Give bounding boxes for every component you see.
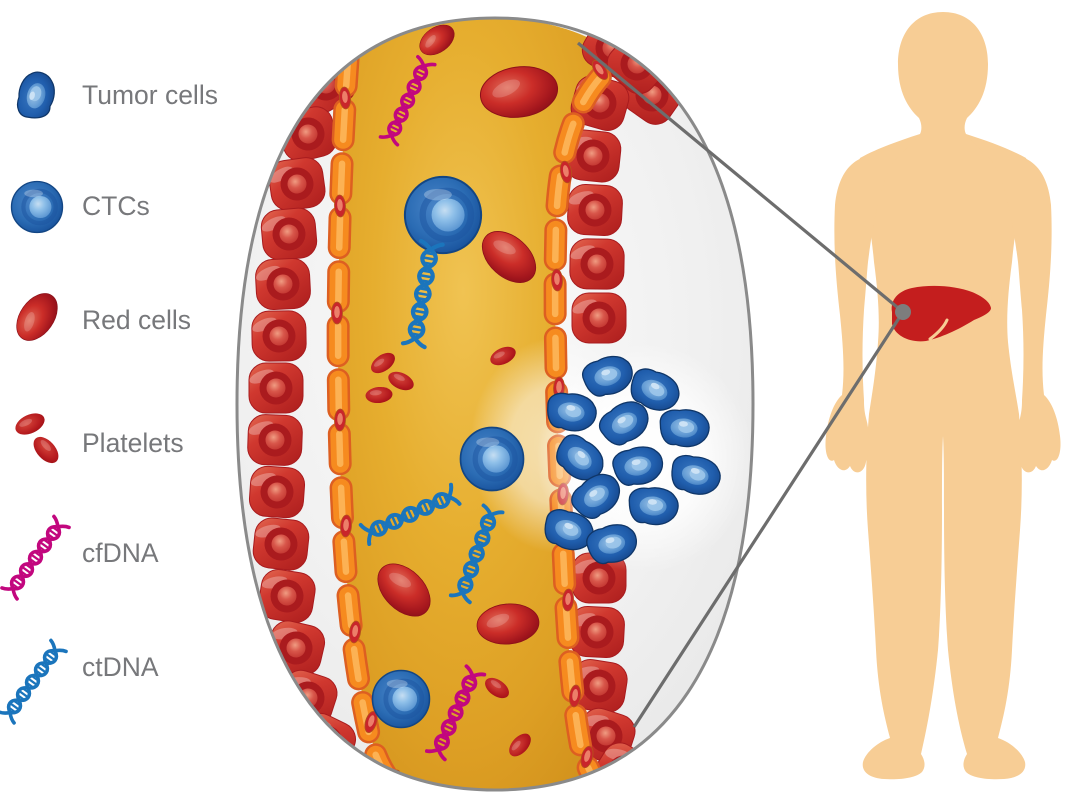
- circulating-tumor-cell: [461, 428, 524, 491]
- legend-label-ctcs: CTCs: [82, 191, 150, 221]
- callout-dot: [895, 304, 911, 320]
- circulating-tumor-cell: [405, 177, 481, 253]
- callout: [576, 41, 911, 728]
- circulating-tumor-cell: [373, 671, 430, 728]
- callout-line-lower: [632, 311, 905, 728]
- platelet-icon: [12, 409, 48, 439]
- platelet-icon: [28, 432, 64, 468]
- legend-item-ctcs: CTCs: [11, 182, 150, 233]
- tumor-cell-icon: [12, 67, 60, 124]
- legend-item-ctdna: ctDNA: [0, 638, 159, 725]
- endothelium-left: [326, 34, 416, 790]
- legend-label-ctdna: ctDNA: [82, 652, 159, 682]
- human-silhouette: [825, 12, 1061, 780]
- legend: Tumor cells CTCs Red cells Platelets cfD…: [0, 67, 218, 725]
- ctdna-icon: [0, 638, 68, 725]
- body-arm-left: [825, 134, 921, 473]
- body-arm-right: [965, 134, 1061, 473]
- legend-item-platelets: Platelets: [12, 409, 184, 468]
- ctc-icon: [11, 182, 62, 233]
- red-cell-icon: [7, 285, 67, 349]
- legend-label-tumor-cells: Tumor cells: [82, 80, 218, 110]
- legend-item-red-cells: Red cells: [7, 285, 191, 349]
- legend-item-tumor-cells: Tumor cells: [12, 67, 218, 124]
- legend-label-cfdna: cfDNA: [82, 538, 159, 568]
- callout-line-upper: [576, 41, 905, 314]
- liver-notch: [928, 318, 949, 341]
- cfdna-icon: [0, 514, 71, 601]
- magnifier-ellipse-border: [235, 16, 755, 792]
- legend-label-platelets: Platelets: [82, 428, 184, 458]
- magnifier-view: [235, 16, 755, 792]
- legend-item-cfdna: cfDNA: [0, 514, 159, 601]
- legend-label-red-cells: Red cells: [82, 305, 191, 335]
- liver: [891, 285, 991, 342]
- body-torso-legs: [858, 12, 1028, 780]
